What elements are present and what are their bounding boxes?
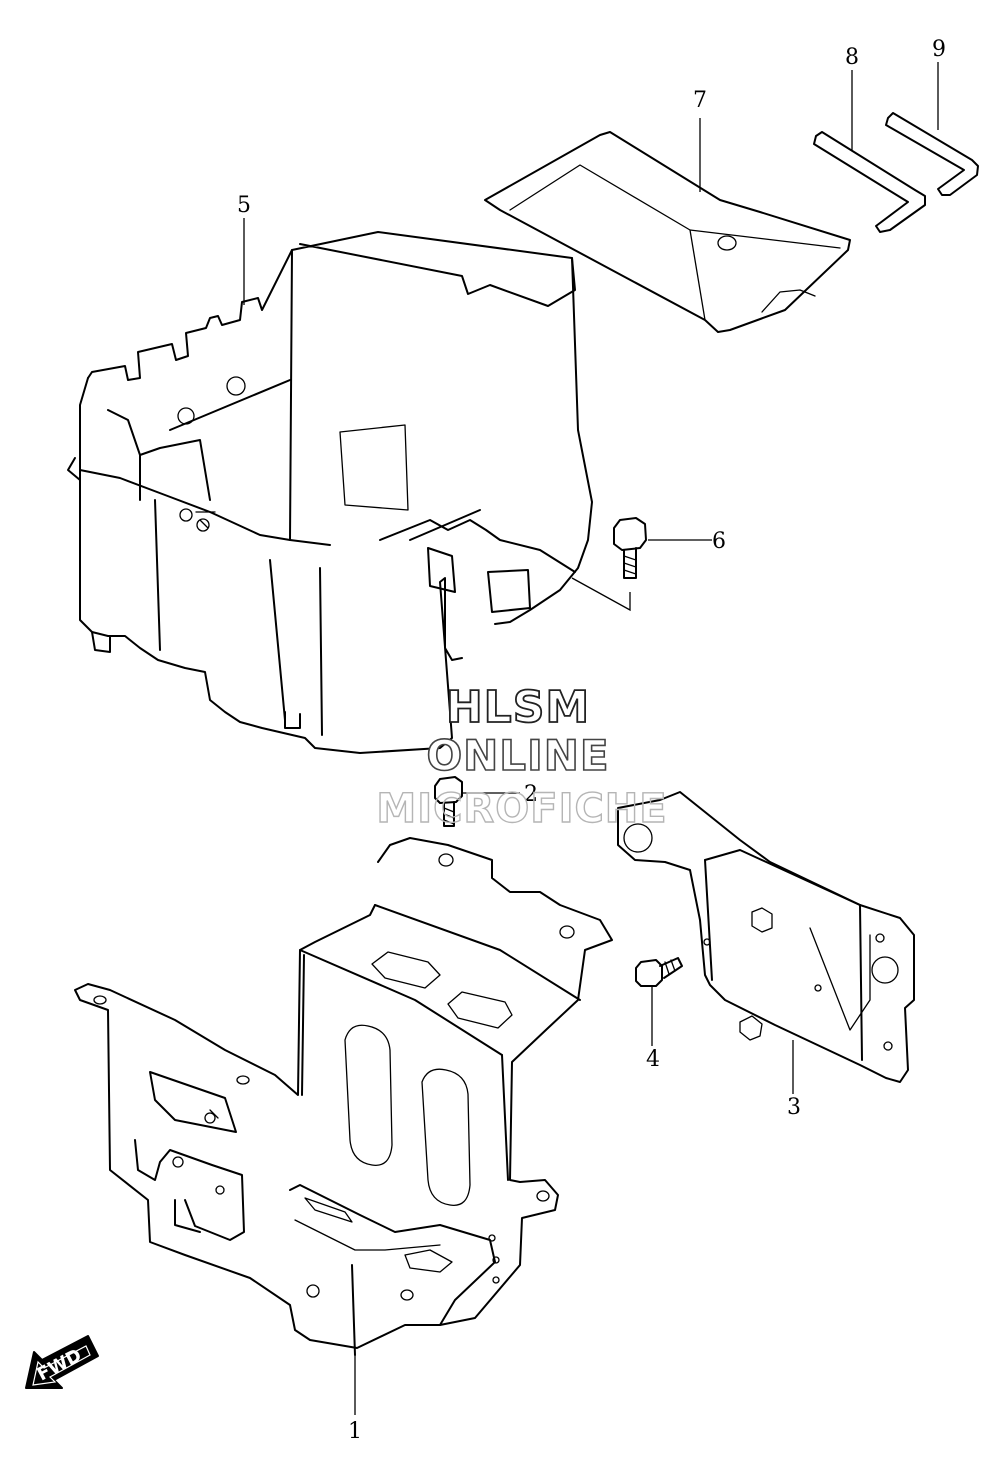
callout-2: 2 — [524, 782, 538, 807]
callout-8: 8 — [845, 45, 859, 70]
part-2-bolt[interactable] — [434, 776, 520, 827]
callout-7: 7 — [693, 88, 707, 113]
watermark-line-1: HLSM — [446, 682, 590, 733]
fwd-arrow-icon: FWD — [25, 1335, 99, 1389]
part-4-bolt[interactable] — [635, 957, 683, 1046]
part-8-key[interactable] — [813, 70, 926, 233]
part-1-tray[interactable] — [74, 837, 613, 1415]
callout-4: 4 — [646, 1047, 660, 1072]
part-6-bolt[interactable] — [571, 517, 712, 612]
callout-6: 6 — [712, 529, 726, 554]
part-9-key[interactable] — [885, 62, 979, 196]
watermark-line-2: ONLINE — [426, 731, 609, 780]
part-7-cover[interactable] — [484, 118, 851, 333]
callout-3: 3 — [787, 1095, 801, 1120]
part-3-bracket[interactable] — [617, 791, 915, 1094]
watermark-line-3: MICROFICHE — [376, 786, 667, 832]
callout-9: 9 — [932, 37, 946, 62]
callout-5: 5 — [237, 193, 251, 218]
callout-1: 1 — [348, 1419, 362, 1444]
part-5-battery-box[interactable] — [67, 231, 593, 754]
